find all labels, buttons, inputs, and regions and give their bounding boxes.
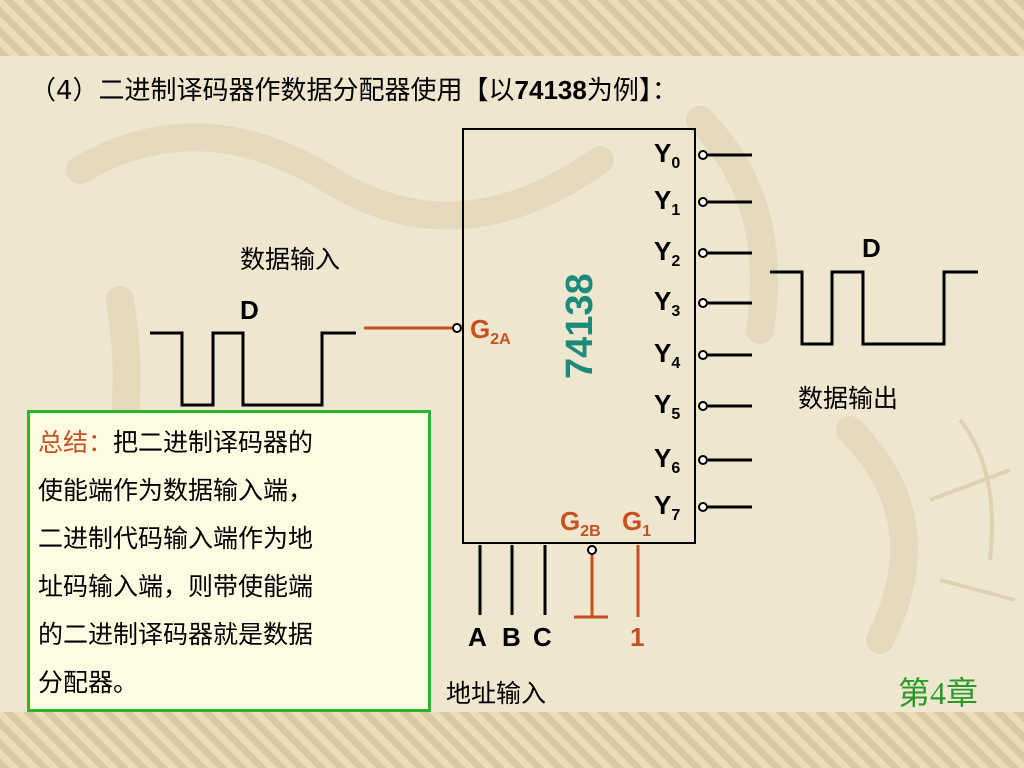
data-input-caption: 数据输入 [240, 245, 341, 274]
output-label-y3: Y3 [654, 286, 681, 320]
output-label-y0: Y0 [654, 138, 681, 172]
data-output-caption: 数据输出 [798, 384, 899, 413]
enable-label-g2a: G2A [470, 314, 511, 348]
data-input-signal-label: D [240, 295, 259, 325]
address-label-a: A [468, 622, 487, 652]
chip-name-label: 74138 [559, 273, 601, 379]
decorative-bottom-band [0, 712, 1024, 768]
enable-label-g2b: G2B [560, 506, 601, 540]
decorative-top-band [0, 0, 1024, 56]
output-waveform-d [770, 270, 978, 346]
output-pin-y7 [698, 502, 752, 512]
summary-line-2: 使能端作为数据输入端， [38, 476, 314, 505]
summary-line-3: 二进制代码输入端作为地 [38, 524, 314, 553]
summary-line-5: 的二进制译码器就是数据 [38, 620, 314, 649]
summary-lead: 总结： [38, 428, 114, 457]
output-pin-y4 [698, 350, 752, 360]
output-label-y7: Y7 [654, 490, 681, 524]
output-pin-y5 [698, 401, 752, 411]
summary-line-4: 址码输入端，则带使能端 [38, 572, 314, 601]
g1-tied-high-value: 1 [630, 622, 645, 652]
output-label-y4: Y4 [654, 338, 681, 372]
output-label-y6: Y6 [654, 443, 681, 477]
address-label-b: B [502, 622, 521, 652]
address-pins [478, 545, 547, 615]
output-pin-y3 [698, 298, 752, 308]
g2b-pin-ground [574, 545, 608, 619]
output-label-y1: Y1 [654, 185, 681, 219]
enable-label-g1: G1 [622, 506, 652, 540]
output-label-y5: Y5 [654, 389, 681, 423]
input-waveform-d [150, 331, 356, 407]
summary-line-6: 分配器。 [38, 668, 139, 697]
output-pins [698, 150, 752, 512]
output-pin-y2 [698, 248, 752, 258]
address-input-caption: 地址输入 [446, 679, 547, 708]
chip-74138-body [462, 128, 696, 544]
title-chip-number: 74138 [514, 75, 587, 105]
address-label-c: C [533, 622, 552, 652]
chapter-footer: 第4章 [898, 675, 979, 711]
output-pin-y1 [698, 197, 752, 207]
summary-box: 总结：把二进制译码器的 使能端作为数据输入端， 二进制代码输入端作为地 址码输入… [27, 410, 431, 712]
output-pin-y6 [698, 455, 752, 465]
slide-title: （4）二进制译码器作数据分配器使用【以74138为例】： [30, 75, 678, 106]
summary-line-1: 总结：把二进制译码器的 [38, 428, 314, 457]
g2a-input-wire [364, 323, 462, 333]
data-output-signal-label: D [862, 233, 881, 263]
output-pin-y0 [698, 150, 752, 160]
output-label-y2: Y2 [654, 236, 681, 270]
